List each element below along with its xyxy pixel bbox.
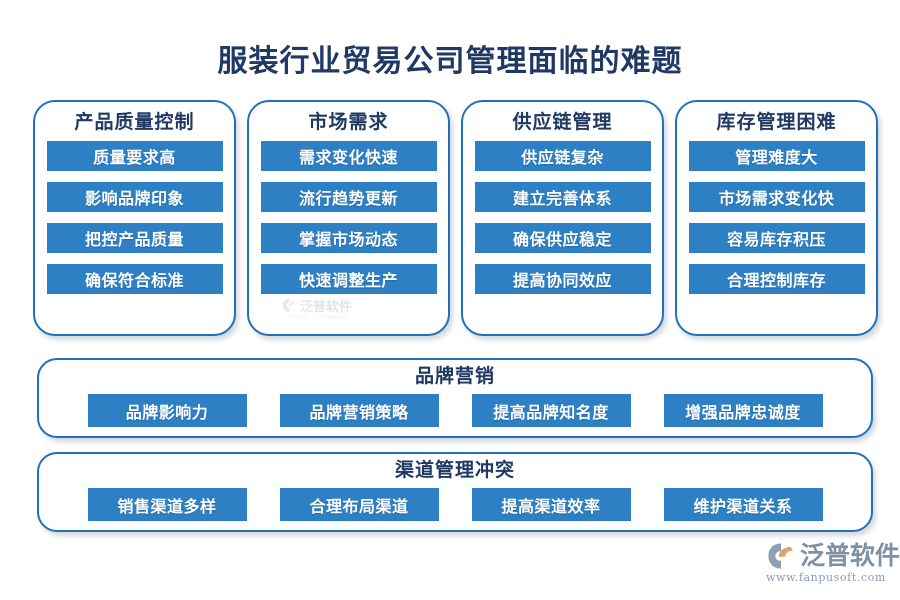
card-title: 市场需求 bbox=[308, 111, 389, 133]
panel-item[interactable]: 品牌营销策略 bbox=[279, 394, 439, 427]
card-item[interactable]: 提高协同效应 bbox=[474, 264, 651, 294]
card-item[interactable]: 市场需求变化快 bbox=[688, 182, 865, 212]
panel-brand-marketing[interactable]: 品牌营销 品牌影响力 品牌营销策略 提高品牌知名度 增强品牌忠诚度 bbox=[37, 358, 873, 438]
card-item[interactable]: 确保符合标准 bbox=[46, 264, 223, 294]
panel-item[interactable]: 合理布局渠道 bbox=[279, 488, 439, 521]
topic-card-inventory[interactable]: 库存管理困难 管理难度大 市场需求变化快 容易库存积压 合理控制库存 bbox=[675, 100, 878, 336]
card-title: 供应链管理 bbox=[512, 111, 613, 133]
card-title: 产品质量控制 bbox=[74, 111, 195, 133]
panel-item-list: 销售渠道多样 合理布局渠道 提高渠道效率 维护渠道关系 bbox=[87, 488, 823, 521]
card-item[interactable]: 快速调整生产 bbox=[260, 264, 437, 294]
panel-item[interactable]: 提高渠道效率 bbox=[471, 488, 631, 521]
panel-item[interactable]: 增强品牌忠诚度 bbox=[663, 394, 823, 427]
card-item[interactable]: 掌握市场动态 bbox=[260, 223, 437, 253]
topic-card-market-demand[interactable]: 市场需求 需求变化快速 流行趋势更新 掌握市场动态 快速调整生产 bbox=[247, 100, 450, 336]
card-item[interactable]: 管理难度大 bbox=[688, 141, 865, 171]
card-item-list: 管理难度大 市场需求变化快 容易库存积压 合理控制库存 bbox=[677, 141, 876, 294]
card-title: 库存管理困难 bbox=[716, 111, 837, 133]
panel-item[interactable]: 品牌影响力 bbox=[87, 394, 247, 427]
topic-card-product-quality[interactable]: 产品质量控制 质量要求高 影响品牌印象 把控产品质量 确保符合标准 bbox=[33, 100, 236, 336]
card-item-list: 需求变化快速 流行趋势更新 掌握市场动态 快速调整生产 bbox=[249, 141, 448, 294]
panel-channel-management[interactable]: 渠道管理冲突 销售渠道多样 合理布局渠道 提高渠道效率 维护渠道关系 bbox=[37, 452, 873, 532]
company-logo: 泛普软件 www.fanpusoft.com bbox=[766, 541, 900, 585]
page-title: 服装行业贸易公司管理面临的难题 bbox=[217, 44, 683, 79]
panel-item[interactable]: 销售渠道多样 bbox=[87, 488, 247, 521]
card-item[interactable]: 流行趋势更新 bbox=[260, 182, 437, 212]
card-item[interactable]: 合理控制库存 bbox=[688, 264, 865, 294]
card-item[interactable]: 建立完善体系 bbox=[474, 182, 651, 212]
panel-item[interactable]: 提高品牌知名度 bbox=[471, 394, 631, 427]
panel-item[interactable]: 维护渠道关系 bbox=[663, 488, 823, 521]
logo-website-url: www.fanpusoft.com bbox=[766, 571, 886, 584]
card-item[interactable]: 确保供应稳定 bbox=[474, 223, 651, 253]
logo-company-name: 泛普软件 bbox=[800, 541, 900, 570]
panel-title: 品牌营销 bbox=[414, 365, 495, 387]
topic-card-supply-chain[interactable]: 供应链管理 供应链复杂 建立完善体系 确保供应稳定 提高协同效应 bbox=[461, 100, 664, 336]
card-item[interactable]: 把控产品质量 bbox=[46, 223, 223, 253]
card-item[interactable]: 质量要求高 bbox=[46, 141, 223, 171]
card-item[interactable]: 需求变化快速 bbox=[260, 141, 437, 171]
card-item-list: 供应链复杂 建立完善体系 确保供应稳定 提高协同效应 bbox=[463, 141, 662, 294]
card-item[interactable]: 供应链复杂 bbox=[474, 141, 651, 171]
topic-cards-row: 产品质量控制 质量要求高 影响品牌印象 把控产品质量 确保符合标准 市场需求 需… bbox=[33, 100, 878, 336]
card-item[interactable]: 影响品牌印象 bbox=[46, 182, 223, 212]
card-item-list: 质量要求高 影响品牌印象 把控产品质量 确保符合标准 bbox=[35, 141, 234, 294]
panel-title: 渠道管理冲突 bbox=[394, 459, 515, 481]
fanpu-logo-icon bbox=[768, 543, 793, 569]
card-item[interactable]: 容易库存积压 bbox=[688, 223, 865, 253]
panel-item-list: 品牌影响力 品牌营销策略 提高品牌知名度 增强品牌忠诚度 bbox=[87, 394, 823, 427]
